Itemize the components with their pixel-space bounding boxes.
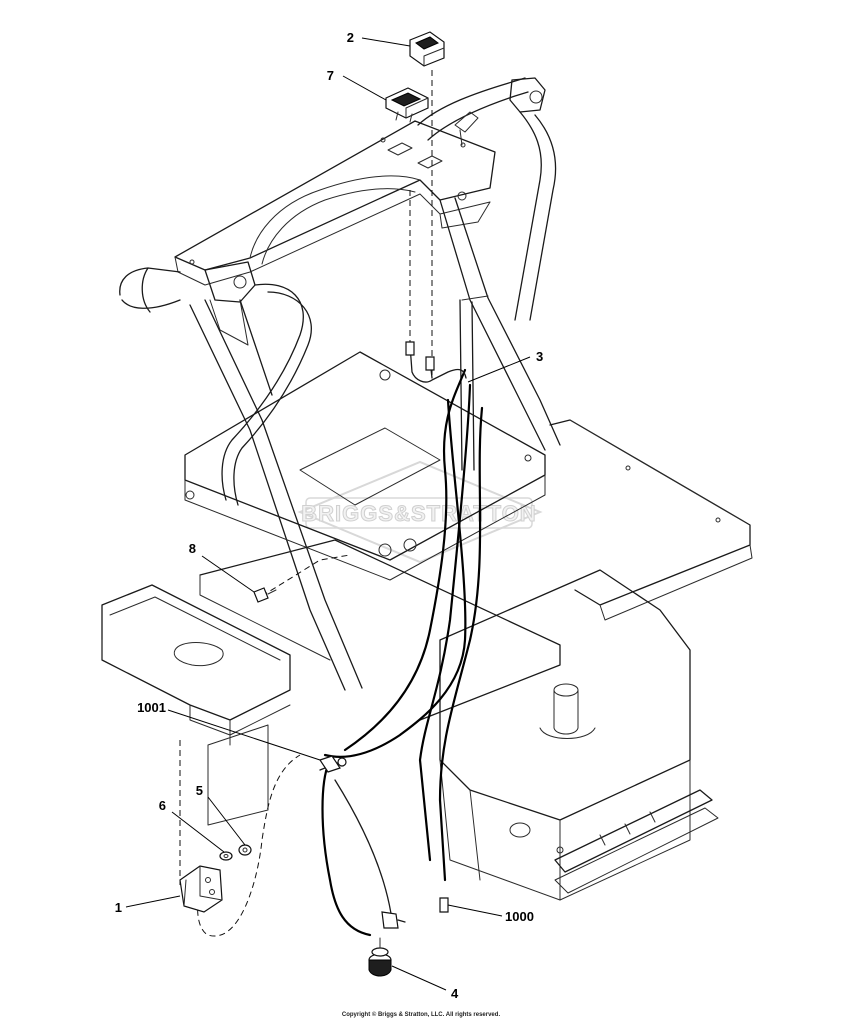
part-nut-5 xyxy=(238,844,252,856)
callout-1: 1 xyxy=(115,900,122,915)
copyright-notice: Copyright © Briggs & Stratton, LLC. All … xyxy=(341,1012,501,1018)
callout-6: 6 xyxy=(159,798,166,813)
part-bolt-8 xyxy=(253,587,277,603)
part-switch-4 xyxy=(368,937,392,977)
callout-labels: 2 7 3 8 1001 5 6 1 1000 4 xyxy=(115,30,543,1001)
assembly-dashes xyxy=(179,70,433,937)
callout-8: 8 xyxy=(189,541,196,556)
part-switch-2 xyxy=(409,31,445,67)
callout-7: 7 xyxy=(327,68,334,83)
callout-1000: 1000 xyxy=(505,909,534,924)
callout-1001: 1001 xyxy=(137,700,166,715)
handle-frame xyxy=(119,77,561,691)
watermark-text: BRIGGS&STRATTON xyxy=(301,501,536,526)
part-washer-6 xyxy=(219,851,233,861)
chassis-body xyxy=(101,351,753,901)
part-switch-7 xyxy=(385,87,429,123)
part-relay-1 xyxy=(179,865,223,913)
callout-3: 3 xyxy=(536,349,543,364)
callout-leaders xyxy=(125,37,531,991)
wiring-harness xyxy=(319,341,484,937)
callout-2: 2 xyxy=(347,30,354,45)
watermark-logo: BRIGGS&STRATTON xyxy=(297,460,543,564)
callout-5: 5 xyxy=(196,783,203,798)
callout-4: 4 xyxy=(451,986,459,1001)
